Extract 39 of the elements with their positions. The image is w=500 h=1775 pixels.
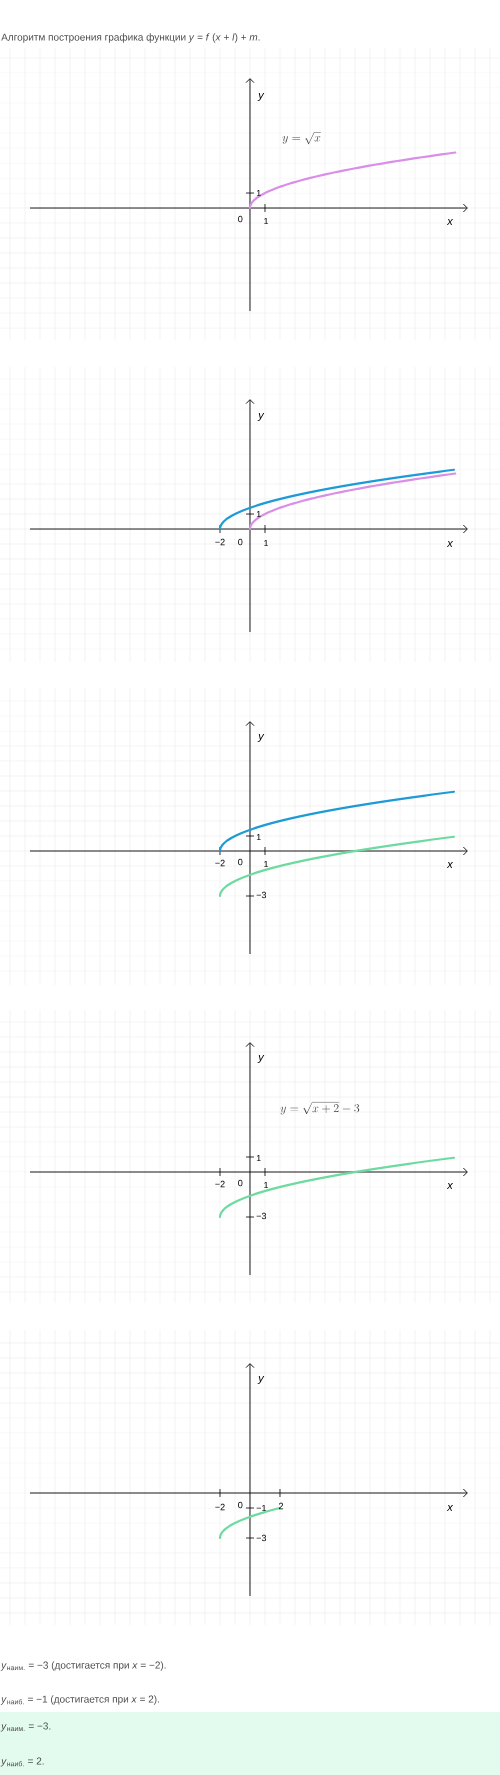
tick-label: −3 — [256, 1534, 267, 1542]
tick-label: 0 — [238, 1179, 243, 1187]
tick-label: −1 — [256, 1504, 266, 1512]
tick-label: −3 — [256, 891, 267, 899]
tick-label: −2 — [215, 1503, 225, 1511]
tick-label: 1 — [264, 860, 269, 868]
tick-label: 1 — [256, 1154, 261, 1162]
tick-label: 1 — [264, 217, 269, 225]
axis-label: x — [446, 219, 454, 225]
result-text: y$_{наиб.}$ = 2. — [0, 1757, 44, 1767]
axis-label: x — [446, 1183, 454, 1189]
axis-label: y — [257, 93, 265, 102]
axis-label: x — [446, 541, 454, 547]
tick-label: 2 — [278, 1502, 284, 1510]
tick-label: 0 — [238, 538, 243, 546]
heading: Алгоритм построения графика функции y = f (x + l) + m. — [1, 33, 260, 43]
axis-label: y — [257, 734, 265, 743]
tick-label: 1 — [256, 510, 261, 518]
tick-label: −2 — [215, 538, 225, 546]
function-formula: $y = \sqrt{x}$ — [282, 132, 321, 145]
axis-label: y — [257, 413, 265, 422]
result-text: y$_{наим.}$ = −3. — [0, 1722, 51, 1732]
tick-label: −2 — [215, 1180, 225, 1188]
tick-label: −3 — [256, 1212, 267, 1220]
tick-label: 1 — [264, 539, 269, 547]
result-text: y$_{наиб.}$ = −1 (достигается при x = 2). — [0, 1695, 159, 1705]
axis-label: x — [446, 1505, 454, 1511]
tick-label: 0 — [238, 1501, 243, 1509]
tick-label: 0 — [238, 215, 243, 223]
tick-label: 1 — [264, 1181, 269, 1189]
tick-label: −2 — [215, 859, 225, 867]
result-text: y$_{наим.}$ = −3 (достигается при x = −2). — [0, 1661, 166, 1671]
tick-label: 0 — [238, 858, 243, 866]
axis-label: x — [446, 862, 454, 868]
function-formula: $y = \sqrt{x+2} - 3$ — [280, 1102, 360, 1115]
axis-label: y — [257, 1375, 265, 1385]
axis-label: y — [257, 1054, 265, 1064]
tick-label: 1 — [256, 833, 261, 841]
tick-label: 1 — [256, 189, 261, 197]
